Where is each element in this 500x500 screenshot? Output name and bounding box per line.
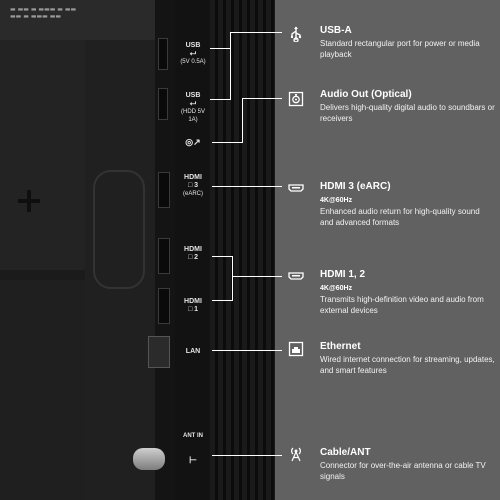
optical-label-icon: ◎↗ xyxy=(185,137,201,147)
audio-out-title: Audio Out (Optical) xyxy=(320,89,412,100)
hdmi-icon xyxy=(288,272,304,280)
hdmi3-spec: 4K@60Hz xyxy=(320,197,353,204)
usb-1-label: USB ⮠ (5V 0.5A) xyxy=(180,42,206,65)
tv-side-section xyxy=(85,40,160,500)
ant-in-label: ANT IN xyxy=(183,433,203,439)
audio-out-icon xyxy=(288,91,304,107)
usb-icon xyxy=(291,26,302,42)
hdmi12-spec: 4K@60Hz xyxy=(320,285,353,292)
usb-a-title: USB-A xyxy=(320,25,352,36)
tv-back-photo: ▬ ▬▬ ▬ ▬▬▬ ▬ ▬▬▬▬ ▬ ▬▬▬ ▬▬ USB ⮠ (5V 0.5… xyxy=(0,0,275,500)
hdmi3-description: Enhanced audio return for high-quality s… xyxy=(320,207,480,227)
info-panel xyxy=(275,0,500,500)
hdmi3-connector-line xyxy=(212,186,282,187)
hdmi-port-1 xyxy=(158,288,170,324)
hdmi-icon xyxy=(288,184,304,192)
tv-ribbed-cover xyxy=(210,0,275,500)
usb-connector-line xyxy=(230,32,282,33)
usb-port-2 xyxy=(158,88,168,120)
usb-2-label: USB ⮠ (HDD 5V 1A) xyxy=(180,92,205,123)
hdmi-port-2 xyxy=(158,238,170,274)
hdmi-1-label: HDMI □ 1 xyxy=(184,298,202,313)
tv-back-panel-lower xyxy=(0,280,95,500)
hdmi-port-3 xyxy=(158,172,170,208)
ethernet-title: Ethernet xyxy=(320,341,361,352)
hdmi-2-label: HDMI □ 2 xyxy=(184,246,202,261)
optical-connector-vertical xyxy=(242,98,243,143)
ant-symbol-icon: ⊢ xyxy=(189,455,197,465)
hdmi12-connector-line xyxy=(232,276,282,277)
optical-connector-line xyxy=(242,98,282,99)
ant-connector-line xyxy=(212,455,282,456)
hdmi1-connector-line xyxy=(212,300,232,301)
tv-groove xyxy=(93,170,145,289)
hdmi12-connector-bracket xyxy=(232,256,233,301)
tv-label-plate: ▬ ▬▬ ▬ ▬▬▬ ▬ ▬▬▬▬ ▬ ▬▬▬ ▬▬ xyxy=(0,0,180,40)
usb-connector-line-bottom xyxy=(210,99,230,100)
ethernet-description: Wired internet connection for streaming,… xyxy=(320,355,495,375)
optical-connector-line-short xyxy=(212,142,242,143)
hdmi12-description: Transmits high-definition video and audi… xyxy=(320,295,484,315)
hdmi2-connector-line xyxy=(212,256,232,257)
usb-a-description: Standard rectangular port for power or m… xyxy=(320,39,480,59)
ethernet-connector-line xyxy=(212,350,282,351)
usb-port-1 xyxy=(158,38,168,70)
usb-connector-line-top xyxy=(210,48,230,49)
lan-label: LAN xyxy=(185,348,201,355)
hdmi12-title: HDMI 1, 2 xyxy=(320,269,366,280)
ethernet-icon xyxy=(288,341,304,357)
mount-cross-icon xyxy=(18,190,40,212)
port-label-panel xyxy=(175,0,210,500)
cable-ant-description: Connector for over-the-air antenna or ca… xyxy=(320,461,486,481)
hdmi3-title: HDMI 3 (eARC) xyxy=(320,181,391,192)
usb-connector-bracket xyxy=(230,32,231,100)
hdmi-3-label: HDMI □ 3 (eARC) xyxy=(182,174,203,197)
antenna-connector xyxy=(133,448,165,470)
cable-ant-title: Cable/ANT xyxy=(320,447,371,458)
lan-port xyxy=(148,336,170,368)
antenna-icon xyxy=(291,447,301,462)
tv-label-text: ▬ ▬▬ ▬ ▬▬▬ ▬ ▬▬▬▬ ▬ ▬▬▬ ▬▬ xyxy=(10,6,77,20)
audio-out-description: Delivers high-quality digital audio to s… xyxy=(320,103,495,123)
tv-back-panel xyxy=(0,40,87,270)
